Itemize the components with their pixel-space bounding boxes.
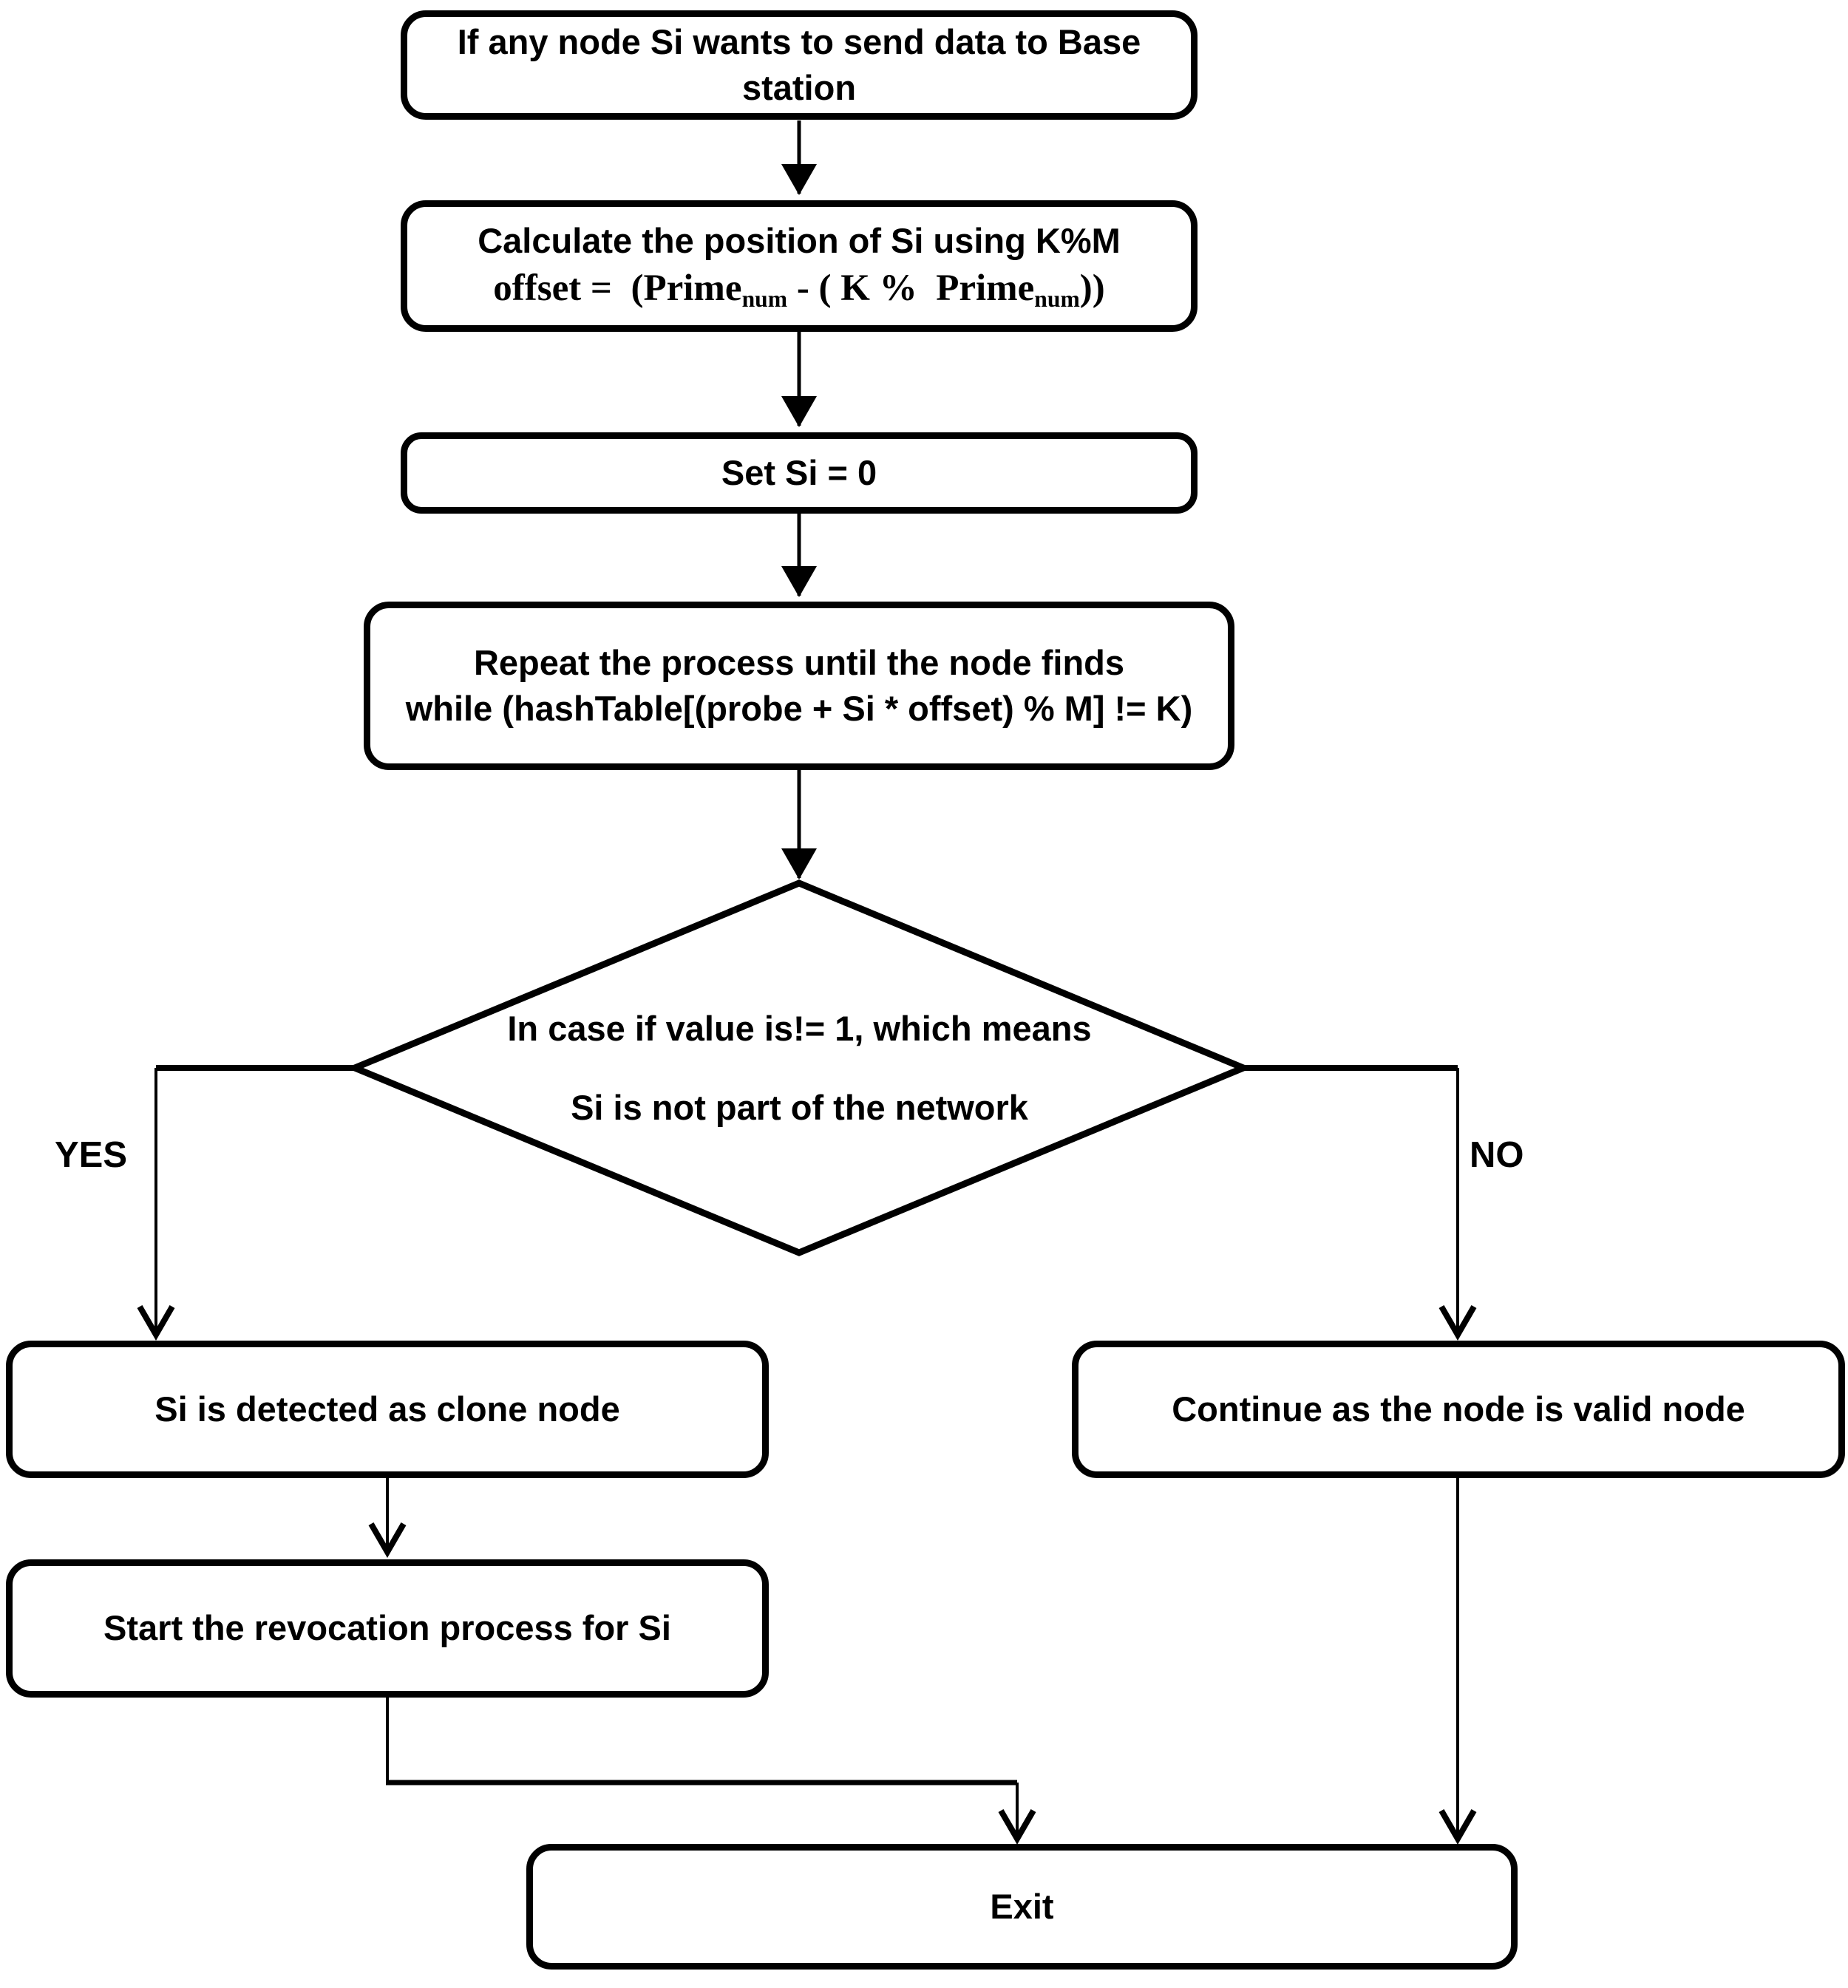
node-repeat-line2: while (hashTable[(probe + Si * offset) %… — [405, 689, 1193, 728]
node-set-line1: Set Si = 0 — [721, 452, 877, 492]
node-revoke-line1: Start the revocation process for Si — [103, 1608, 671, 1648]
node-start-revocation: Start the revocation process for Si — [6, 1559, 769, 1698]
node-calculate-position: Calculate the position of Si using K%M o… — [401, 200, 1198, 332]
decision-diamond-shape — [346, 879, 1252, 1256]
node-decision: In case if value is!= 1, which means Si … — [355, 883, 1244, 1253]
node-repeat-while: Repeat the process until the node finds … — [364, 602, 1234, 770]
node-calculate-line1: Calculate the position of Si using K%M — [478, 220, 1121, 260]
node-clone-detected: Si is detected as clone node — [6, 1341, 769, 1478]
node-valid-line1: Continue as the node is valid node — [1172, 1389, 1745, 1429]
decision-line1: In case if value is!= 1, which means — [507, 1009, 1092, 1048]
no-label: NO — [1470, 1135, 1524, 1175]
node-exit: Exit — [526, 1844, 1518, 1970]
node-calculate-formula: offset = (Primenum - ( K % Primenum)) — [493, 267, 1105, 312]
yes-label: YES — [54, 1135, 128, 1175]
node-clone-line1: Si is detected as clone node — [154, 1389, 620, 1429]
node-start-line2: station — [741, 68, 857, 107]
node-start: If any node Si wants to send data to Bas… — [401, 10, 1198, 120]
node-start-line1: If any node Si wants to send data to Bas… — [457, 21, 1141, 61]
node-valid-node: Continue as the node is valid node — [1072, 1341, 1845, 1478]
subscript-num-2: num — [1034, 285, 1080, 312]
node-repeat-line1: Repeat the process until the node finds — [473, 642, 1125, 682]
node-exit-line1: Exit — [990, 1886, 1054, 1926]
node-set-si-zero: Set Si = 0 — [401, 432, 1198, 514]
decision-line2: Si is not part of the network — [571, 1088, 1028, 1127]
subscript-num-1: num — [741, 285, 788, 312]
